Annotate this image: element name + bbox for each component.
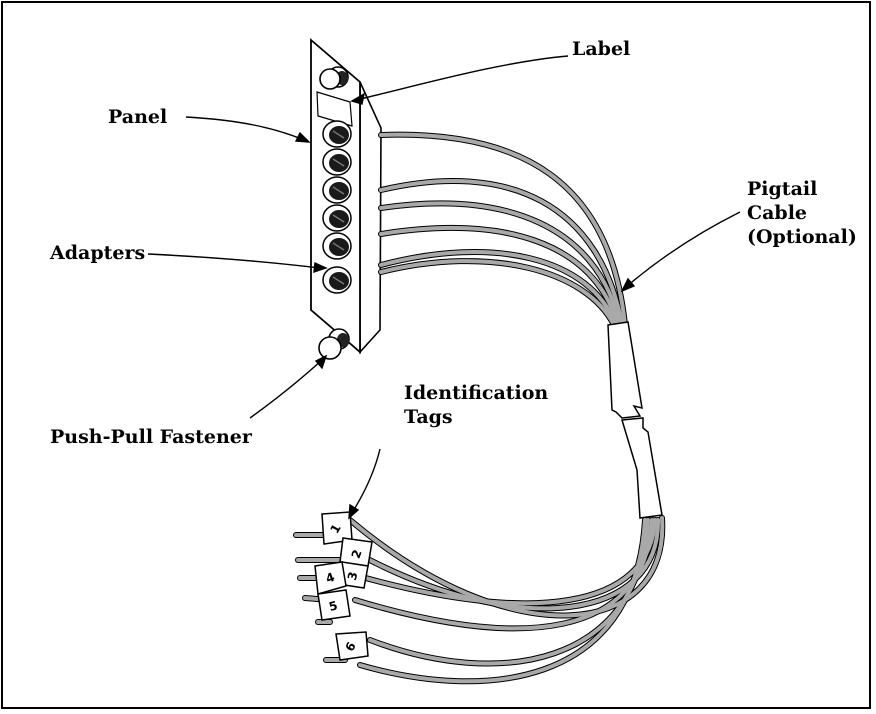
- identification-tags: 1 2 3 4 5 6: [314, 511, 373, 661]
- pigtail-cables-lower: [293, 515, 666, 685]
- label-callout: Label: [572, 38, 631, 60]
- fastener-callout: Push-Pull Fastener: [50, 426, 252, 448]
- label-area: [316, 91, 353, 127]
- tag-3-number: 3: [345, 570, 361, 582]
- panel-arrow: [185, 116, 311, 143]
- leader-arrows: [147, 55, 741, 520]
- cable-sleeve: [607, 321, 663, 519]
- tag-4: 4: [314, 561, 347, 595]
- id-tags-callout-line2: Tags: [404, 406, 453, 428]
- adapter-4: [322, 204, 352, 232]
- adapter-5: [322, 232, 352, 260]
- pigtail-arrow: [620, 211, 741, 293]
- pigtail-callout-line3: (Optional): [747, 226, 857, 248]
- adapters-callout: Adapters: [50, 242, 146, 264]
- bottom-fastener: [318, 328, 350, 360]
- adapter-3: [322, 176, 352, 204]
- adapter-2: [322, 148, 352, 176]
- adapters-arrow: [147, 253, 328, 274]
- adapters-group: [322, 120, 352, 294]
- tag-6: 6: [335, 631, 369, 661]
- adapter-6: [322, 266, 352, 294]
- id-tags-callout-line1: Identification: [404, 382, 549, 404]
- top-fastener: [319, 66, 349, 90]
- tag-5-number: 5: [327, 598, 339, 614]
- label-arrow: [350, 55, 569, 105]
- panel-callout: Panel: [108, 106, 168, 128]
- idtags-arrow: [348, 448, 381, 520]
- pigtail-callout-line1: Pigtail: [747, 178, 818, 200]
- pigtail-callout-line2: Cable: [747, 202, 808, 224]
- fastener-arrow: [249, 354, 328, 419]
- adapter-1: [322, 120, 352, 148]
- tag-5: 5: [317, 589, 351, 621]
- pigtail-cables-upper: [378, 131, 628, 328]
